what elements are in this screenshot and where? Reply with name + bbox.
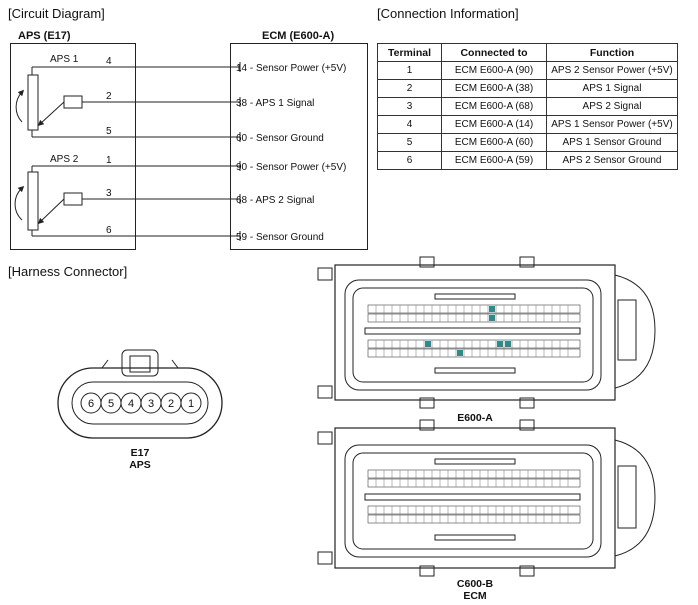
cell-function: APS 1 Signal: [546, 79, 678, 98]
c600b-caption-line1: C600-B: [456, 578, 494, 590]
connection-information-title: [Connection Information]: [377, 6, 519, 21]
cell-function: APS 1 Sensor Ground: [546, 133, 678, 152]
table-row: 1 ECM E600-A (90) APS 2 Sensor Power (+5…: [377, 61, 678, 80]
cell-connected-to: ECM E600-A (60): [441, 133, 547, 152]
e600a-connector-drawing: [317, 256, 656, 409]
aps2-label: APS 2: [50, 154, 79, 165]
aps-box-title: APS (E17): [18, 30, 71, 42]
table-row: 4 ECM E600-A (14) APS 1 Sensor Power (+5…: [377, 115, 678, 134]
c600b-pin-rows: [367, 469, 581, 524]
cell-terminal: 4: [377, 115, 442, 134]
table-header-row: Terminal Connected to Function: [377, 43, 678, 62]
col-terminal: Terminal: [377, 43, 442, 62]
e17-pin-2: 2: [168, 398, 174, 410]
e600a-highlighted-pins: [425, 306, 511, 356]
c600b-caption: C600-B ECM: [440, 578, 510, 602]
ecm-pin-90: 90 - Sensor Power (+5V): [236, 162, 346, 173]
col-function: Function: [546, 43, 678, 62]
c600b-connector-drawing: [317, 419, 656, 577]
e17-caption-line1: E17: [130, 447, 150, 459]
e17-pin-5: 5: [108, 398, 114, 410]
e600a-caption: E600-A: [440, 412, 510, 424]
wire-pin-4: 4: [106, 56, 112, 67]
ecm-pin-68: 68 - APS 2 Signal: [236, 195, 314, 206]
col-connected-to: Connected to: [441, 43, 547, 62]
e600a-pin-rows: [367, 304, 581, 358]
connection-table: Terminal Connected to Function 1 ECM E60…: [377, 43, 678, 170]
aps1-sensor-symbol: [15, 66, 240, 138]
wire-pin-5: 5: [106, 126, 112, 137]
e17-caption: E17 APS: [110, 447, 170, 471]
cell-connected-to: ECM E600-A (90): [441, 61, 547, 80]
e17-caption-line2: APS: [129, 459, 151, 471]
cell-function: APS 1 Sensor Power (+5V): [546, 115, 678, 134]
cell-connected-to: ECM E600-A (59): [441, 151, 547, 170]
e17-pin-circles: [80, 392, 202, 414]
cell-function: APS 2 Signal: [546, 97, 678, 116]
cell-terminal: 2: [377, 79, 442, 98]
wire-pin-3: 3: [106, 188, 112, 199]
e600a-caption-line1: E600-A: [457, 412, 493, 424]
wire-pin-6: 6: [106, 225, 112, 236]
e17-pin-1: 1: [188, 398, 194, 410]
e17-pin-6: 6: [88, 398, 94, 410]
e17-connector-drawing: [57, 349, 223, 439]
e17-pin-3: 3: [148, 398, 154, 410]
harness-connector-title: [Harness Connector]: [8, 264, 128, 279]
cell-connected-to: ECM E600-A (38): [441, 79, 547, 98]
aps1-label: APS 1: [50, 54, 79, 65]
circuit-diagram-title: [Circuit Diagram]: [8, 6, 105, 21]
table-row: 2 ECM E600-A (38) APS 1 Signal: [377, 79, 678, 98]
cell-terminal: 5: [377, 133, 442, 152]
e17-pin-4: 4: [128, 398, 134, 410]
cell-function: APS 2 Sensor Power (+5V): [546, 61, 678, 80]
table-row: 6 ECM E600-A (59) APS 2 Sensor Ground: [377, 151, 678, 170]
cell-connected-to: ECM E600-A (14): [441, 115, 547, 134]
cell-terminal: 3: [377, 97, 442, 116]
table-row: 5 ECM E600-A (60) APS 1 Sensor Ground: [377, 133, 678, 152]
ecm-pin-59: 59 - Sensor Ground: [236, 232, 324, 243]
cell-terminal: 1: [377, 61, 442, 80]
aps-sensor-box: [10, 43, 136, 250]
cell-function: APS 2 Sensor Ground: [546, 151, 678, 170]
table-row: 3 ECM E600-A (68) APS 2 Signal: [377, 97, 678, 116]
ecm-pin-14: 14 - Sensor Power (+5V): [236, 63, 346, 74]
ecm-pin-60: 60 - Sensor Ground: [236, 133, 324, 144]
wire-pin-1: 1: [106, 155, 112, 166]
c600b-caption-line2: ECM: [463, 590, 487, 602]
cell-connected-to: ECM E600-A (68): [441, 97, 547, 116]
aps2-sensor-symbol: [14, 165, 240, 237]
ecm-box-title: ECM (E600-A): [262, 30, 335, 42]
ecm-box: [230, 43, 368, 250]
cell-terminal: 6: [377, 151, 442, 170]
wire-pin-2: 2: [106, 91, 112, 102]
ecm-pin-38: 38 - APS 1 Signal: [236, 98, 314, 109]
